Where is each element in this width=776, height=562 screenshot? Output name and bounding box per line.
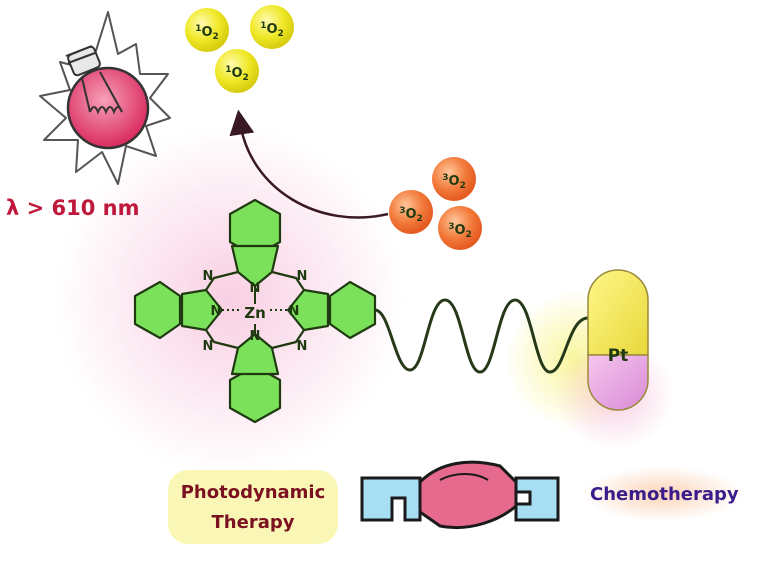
pdt-label-line-2: Therapy — [211, 512, 295, 533]
singlet-oxygen-molecule: 1O2 — [250, 5, 294, 49]
singlet-oxygen-molecule: 1O2 — [215, 49, 259, 93]
singlet-oxygen-label: 1O2 — [195, 24, 219, 42]
nitrogen-atom-label: N — [211, 304, 222, 319]
nitrogen-atom-label: N — [203, 269, 214, 284]
singlet-oxygen-label: 1O2 — [260, 21, 284, 39]
wavelength-label: λ > 610 nm — [6, 196, 140, 220]
structure-atom-labels: Zn N N N N N N N N — [203, 269, 308, 354]
nitrogen-atom-label: N — [250, 281, 261, 296]
triplet-oxygen-molecule: 3O2 — [438, 206, 482, 250]
spring-linker — [374, 298, 589, 374]
nitrogen-atom-label: N — [203, 339, 214, 354]
triplet-oxygen-label: 3O2 — [442, 173, 466, 191]
conversion-arrow — [229, 109, 389, 219]
singlet-oxygen-group: 1O2 1O2 1O2 — [185, 5, 294, 93]
nitrogen-atom-label: N — [250, 329, 261, 344]
triplet-oxygen-molecule: 3O2 — [432, 157, 476, 201]
handshake-icon — [360, 460, 560, 530]
zinc-atom-label: Zn — [244, 304, 266, 322]
singlet-oxygen-label: 1O2 — [225, 65, 249, 83]
chemotherapy-label: Chemotherapy — [590, 484, 739, 505]
nitrogen-atom-label: N — [297, 269, 308, 284]
triplet-oxygen-label: 3O2 — [448, 222, 472, 240]
svg-text:3O2: 3O2 — [399, 206, 423, 224]
triplet-oxygen-group: 3O2 3O2 3O2 — [389, 157, 482, 250]
svg-text:1O2: 1O2 — [225, 65, 249, 83]
svg-text:3O2: 3O2 — [448, 222, 472, 240]
photodynamic-therapy-label: Photodynamic Therapy — [158, 478, 348, 538]
pdt-label-line-1: Photodynamic — [180, 482, 326, 503]
triplet-oxygen-label: 3O2 — [399, 206, 423, 224]
zinc-phthalocyanine-structure — [133, 198, 377, 424]
nitrogen-atom-label: N — [289, 304, 300, 319]
platinum-label: Pt — [608, 346, 629, 366]
triplet-oxygen-molecule: 3O2 — [389, 190, 433, 234]
svg-text:1O2: 1O2 — [195, 24, 219, 42]
light-bulb-icon — [39, 11, 171, 185]
singlet-oxygen-molecule: 1O2 — [185, 8, 229, 52]
platinum-drug-capsule: Pt — [587, 269, 649, 411]
nitrogen-atom-label: N — [297, 339, 308, 354]
svg-text:1O2: 1O2 — [260, 21, 284, 39]
svg-text:3O2: 3O2 — [442, 173, 466, 191]
